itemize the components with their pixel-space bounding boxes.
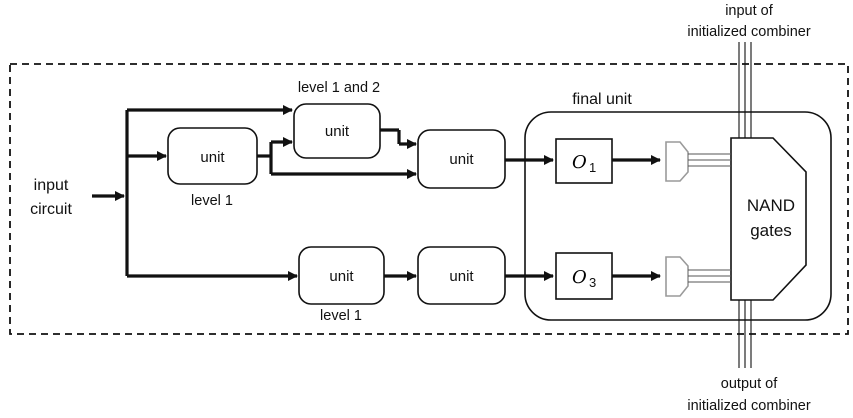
unit-label: unit (200, 149, 225, 166)
wire-network (92, 104, 662, 282)
unit-label: unit (329, 268, 354, 285)
nand-label-line2: gates (750, 221, 792, 240)
combiner-input-wires (738, 42, 752, 140)
final-unit-box (524, 111, 832, 321)
unit-box-level12: unit (293, 103, 381, 159)
input-circuit-label-line1: input (34, 177, 69, 194)
oracle-o3-subscript: 3 (589, 275, 596, 290)
nand-gates-block (730, 137, 807, 301)
oracle-o1-subscript: 1 (589, 160, 596, 175)
triple-wires-bottom (688, 269, 731, 283)
unit-box-level1-bottom: unit (298, 246, 385, 305)
triple-wires-top (688, 153, 731, 167)
level12-label: level 1 and 2 (298, 80, 380, 96)
level1-bottom-label: level 1 (320, 308, 362, 324)
unit-label: unit (449, 151, 474, 168)
combiner-output-label-line1: output of (721, 376, 778, 392)
combiner-input-label-line2: initialized combiner (687, 24, 810, 40)
combiner-output-label-line2: initialized combiner (687, 398, 810, 414)
gray-fanout-top (665, 141, 689, 182)
unit-box-chain-bottom: unit (417, 246, 506, 305)
oracle-o1-symbol: O (572, 152, 587, 173)
nand-label-line1: NAND (747, 196, 795, 215)
outer-dashed-boundary (9, 63, 849, 335)
unit-box-level1-top: unit (167, 127, 258, 185)
combiner-input-label-line1: input of (725, 3, 774, 19)
oracle-o1: O 1 (555, 138, 613, 184)
level1-top-label: level 1 (191, 193, 233, 209)
unit-box-merge: unit (417, 129, 506, 189)
unit-label: unit (449, 268, 474, 285)
unit-label: unit (325, 123, 350, 140)
input-circuit-label-line2: circuit (30, 201, 72, 218)
oracle-o3: O 3 (555, 252, 613, 300)
oracle-o3-symbol: O (572, 267, 587, 288)
combiner-output-wires (738, 298, 752, 368)
final-unit-label: final unit (572, 91, 632, 108)
gray-fanout-bottom (665, 256, 689, 297)
